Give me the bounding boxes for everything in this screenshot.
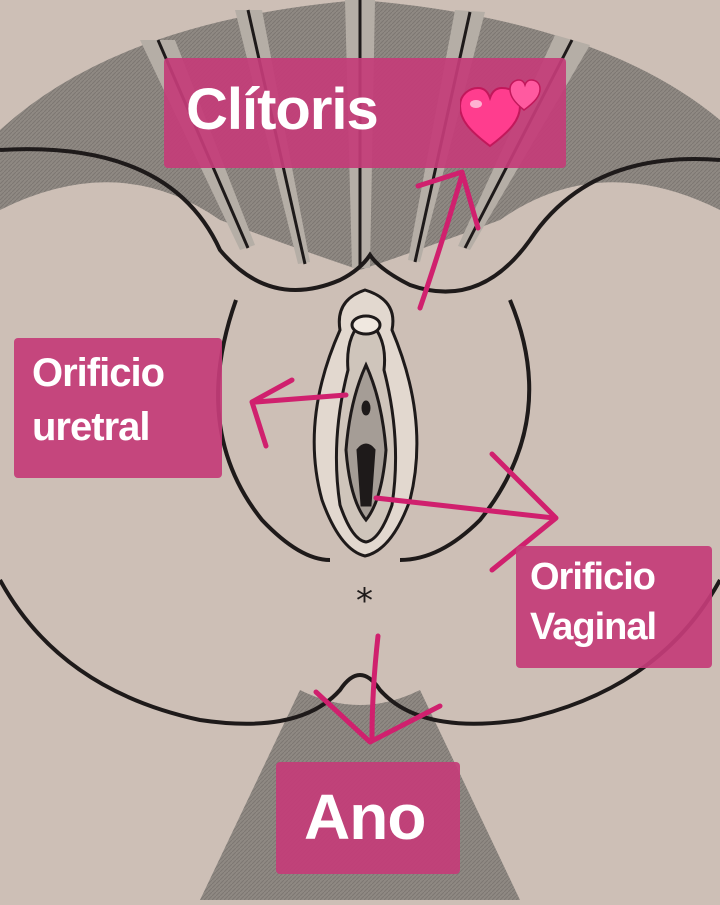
label-anus-text: Ano <box>304 781 426 853</box>
label-clitoris: Clítoris <box>164 58 566 168</box>
two-hearts-icon <box>460 79 541 148</box>
label-vaginal-line1: Orificio <box>530 556 656 598</box>
label-anus: Ano <box>276 762 460 874</box>
arrow-clitoris <box>417 172 465 311</box>
label-vaginal-orifice: Orificio Vaginal <box>516 546 712 668</box>
label-clitoris-text: Clítoris <box>186 77 379 142</box>
label-urethral-orifice: Orificio uretral <box>14 338 222 478</box>
arrowhead-anus <box>313 689 443 745</box>
arrow-vaginal <box>373 495 557 521</box>
arrows <box>249 169 559 745</box>
arrowhead-urethral <box>249 377 295 449</box>
vulva-illustration <box>312 288 419 558</box>
arrowhead-clitoris <box>415 169 481 231</box>
arrow-urethral <box>253 392 349 405</box>
arrow-anus <box>369 633 381 741</box>
asterisk-mark: * <box>356 581 373 621</box>
arrowhead-vaginal <box>489 451 559 573</box>
label-urethral-line1: Orificio <box>32 351 165 395</box>
label-urethral-line2: uretral <box>32 405 151 449</box>
label-vaginal-line2: Vaginal <box>530 605 657 648</box>
